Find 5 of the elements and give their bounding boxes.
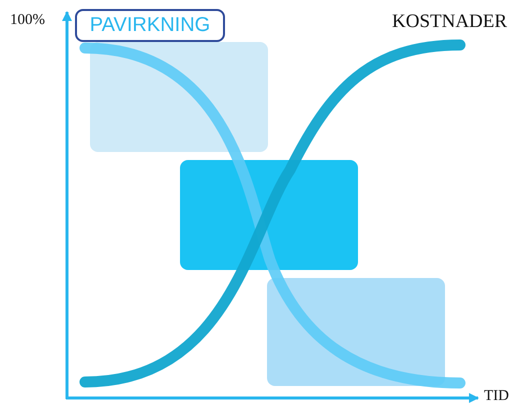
curve-label: KOSTNADER (392, 11, 508, 33)
axis-label: 100% (10, 12, 45, 29)
axis-label: TID (484, 388, 509, 405)
chart-title: PAVIRKNING (90, 14, 210, 37)
title-box (75, 9, 225, 42)
